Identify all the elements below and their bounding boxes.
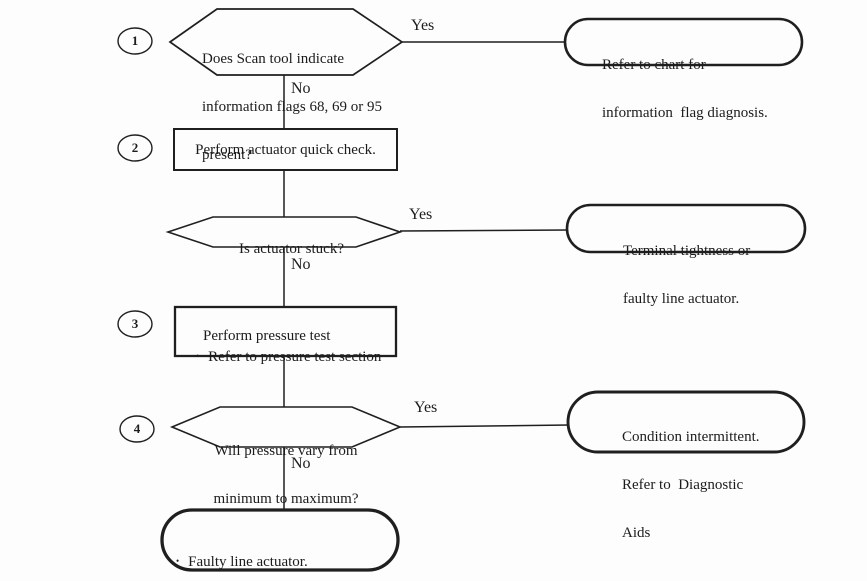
- result-3-ellipse: [566, 390, 806, 454]
- decision-3-hexagon: [169, 406, 403, 448]
- text-line: present?: [202, 147, 252, 163]
- text-line: Refer to Diagnostic: [622, 477, 744, 493]
- decision-2-text: Is actuator stuck?: [168, 225, 400, 273]
- action-2-text-line-1: Perform pressure test: [188, 312, 330, 360]
- step-4-number: 4: [133, 421, 141, 436]
- text-line: Refer to chart for: [602, 57, 706, 73]
- yes-2-connector: [399, 229, 570, 232]
- text-line: Faulty line actuator.: [188, 554, 308, 570]
- text-line: information flags 68, 69 or 95: [202, 99, 382, 115]
- text-line: Does Scan tool indicate: [202, 51, 345, 67]
- no-label-2: No: [291, 256, 311, 273]
- result-4-line-1: • Faulty line actuator.: [176, 552, 378, 571]
- result-4-ellipse: [160, 508, 400, 572]
- text-line: Is actuator stuck?: [239, 241, 344, 257]
- action-2-text-line-2: • Refer to pressure test section: [181, 332, 381, 381]
- yes-label-3: Yes: [414, 399, 438, 416]
- action-1-box: [173, 128, 398, 171]
- text-line: information flag diagnosis.: [602, 105, 768, 121]
- text-line: Refer to pressure test section: [208, 349, 382, 365]
- result-1-ellipse: [563, 17, 804, 67]
- text-line: minimum to maximum?: [213, 491, 359, 507]
- text-line: Perform pressure test: [203, 328, 331, 344]
- step-3-circle: [117, 310, 153, 338]
- step-4-circle: [119, 415, 155, 443]
- text-line: Perform actuator quick check.: [195, 141, 376, 158]
- result-2-text: Terminal tightness or faulty line actuat…: [623, 211, 750, 339]
- bullet-dot: •: [196, 351, 200, 361]
- no-label-1: No: [291, 80, 311, 97]
- step-3-number: 3: [131, 316, 139, 331]
- text-line: Condition intermittent.: [622, 429, 760, 445]
- action-1-text: Perform actuator quick check.: [174, 129, 397, 170]
- text-line: Will pressure vary from: [214, 443, 358, 459]
- decision-1-text: Does Scan tool indicate information flag…: [202, 19, 382, 195]
- text-line: Terminal tightness or: [623, 243, 751, 259]
- yes-label-2: Yes: [409, 206, 433, 223]
- result-4-text: •Faulty line actuator. •Faulty pressure …: [176, 520, 378, 581]
- action-2-box: [173, 305, 398, 358]
- decision-1-hexagon: [168, 8, 404, 76]
- no-label-3: No: [291, 455, 311, 472]
- text-line: faulty line actuator.: [623, 291, 740, 307]
- yes-3-connector: [399, 424, 571, 428]
- step-2-number: 2: [131, 140, 139, 155]
- yes-label-1: Yes: [411, 17, 435, 34]
- decision-2-hexagon: [165, 216, 403, 248]
- result-2-ellipse: [565, 203, 807, 254]
- text-line: Aids: [622, 525, 651, 541]
- decision-3-text: Will pressure vary from minimum to maxim…: [172, 411, 400, 539]
- result-1-text: Refer to chart for information flag diag…: [602, 25, 768, 153]
- step-1-number: 1: [131, 33, 139, 48]
- bullet-dot: •: [176, 556, 180, 566]
- step-1-circle: [117, 27, 153, 55]
- result-3-text: Condition intermittent. Refer to Diagnos…: [622, 397, 760, 573]
- step-2-circle: [117, 134, 153, 162]
